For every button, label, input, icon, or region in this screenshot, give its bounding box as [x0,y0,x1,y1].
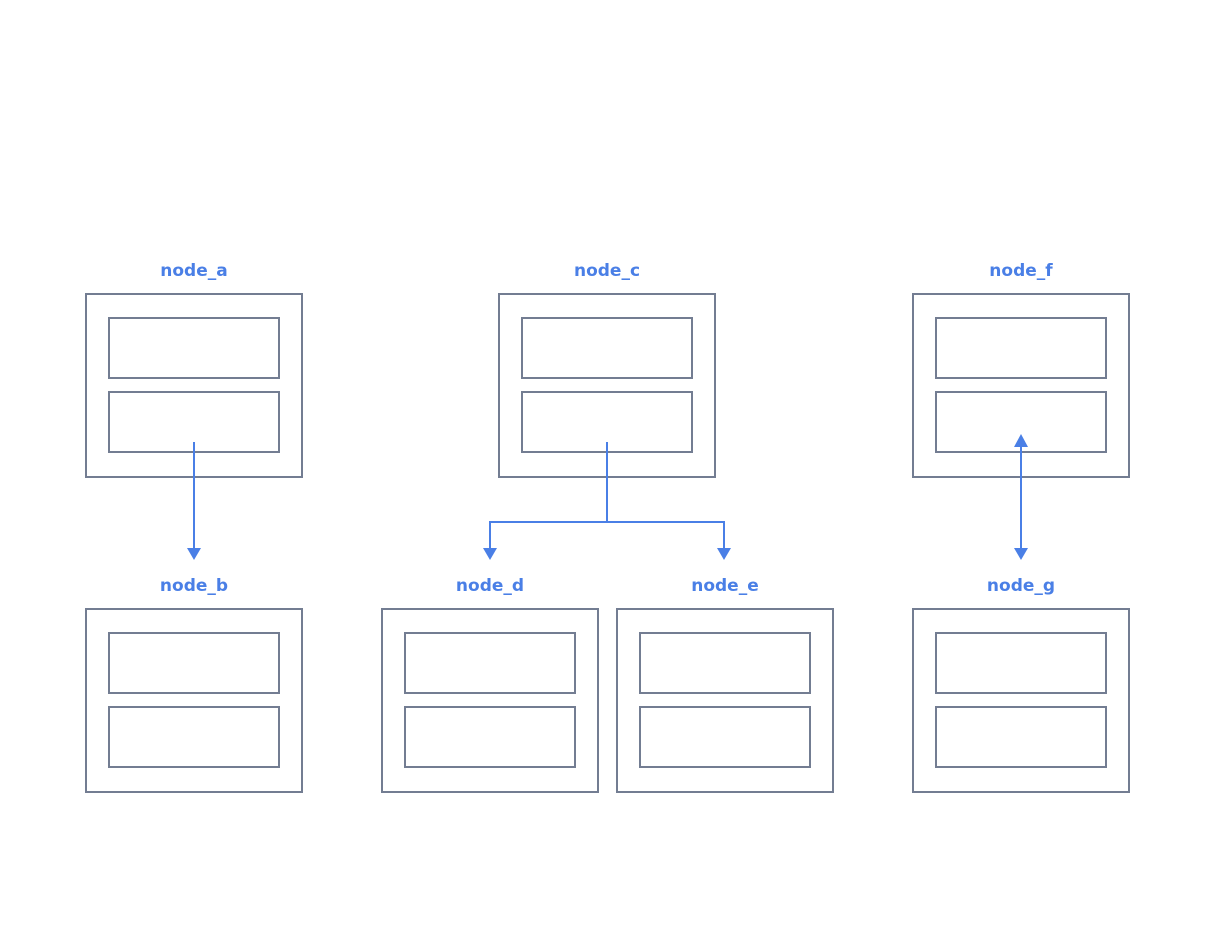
edge-c-e-arrowhead [717,548,731,560]
node-c-title: node_c [574,261,640,281]
node-d-field-1[interactable] [404,632,576,694]
node-a-title: node_a [160,261,227,281]
node-d-field-2[interactable] [404,706,576,768]
node-b-field-2[interactable] [108,706,280,768]
edges [187,434,1028,560]
node-b-outer-box [85,608,303,793]
node-d-outer-box [381,608,599,793]
edge-c-d [489,521,607,549]
node-g[interactable]: node_g [912,576,1130,793]
node-g-field-2[interactable] [935,706,1107,768]
edge-f-g-arrowhead-down [1014,548,1028,560]
node-a-field-1[interactable] [108,317,280,379]
edge-f-g-arrowhead-up [1014,434,1028,447]
node-e-field-2[interactable] [639,706,811,768]
node-e-field-1[interactable] [639,632,811,694]
edge-c-e [607,521,725,549]
node-g-outer-box [912,608,1130,793]
node-f-field-1[interactable] [935,317,1107,379]
node-d[interactable]: node_d [381,576,599,793]
node-b-title: node_b [160,576,228,596]
edge-c-d-arrowhead [483,548,497,560]
node-c-field-1[interactable] [521,317,693,379]
node-e[interactable]: node_e [616,576,834,793]
node-e-title: node_e [691,576,759,596]
node-f[interactable]: node_f [912,261,1130,478]
node-d-title: node_d [456,576,524,596]
edge-a-b-arrowhead [187,548,201,560]
node-f-title: node_f [989,261,1053,281]
node-g-title: node_g [987,576,1055,596]
node-e-outer-box [616,608,834,793]
node-b[interactable]: node_b [85,576,303,793]
node-b-field-1[interactable] [108,632,280,694]
node-g-field-1[interactable] [935,632,1107,694]
